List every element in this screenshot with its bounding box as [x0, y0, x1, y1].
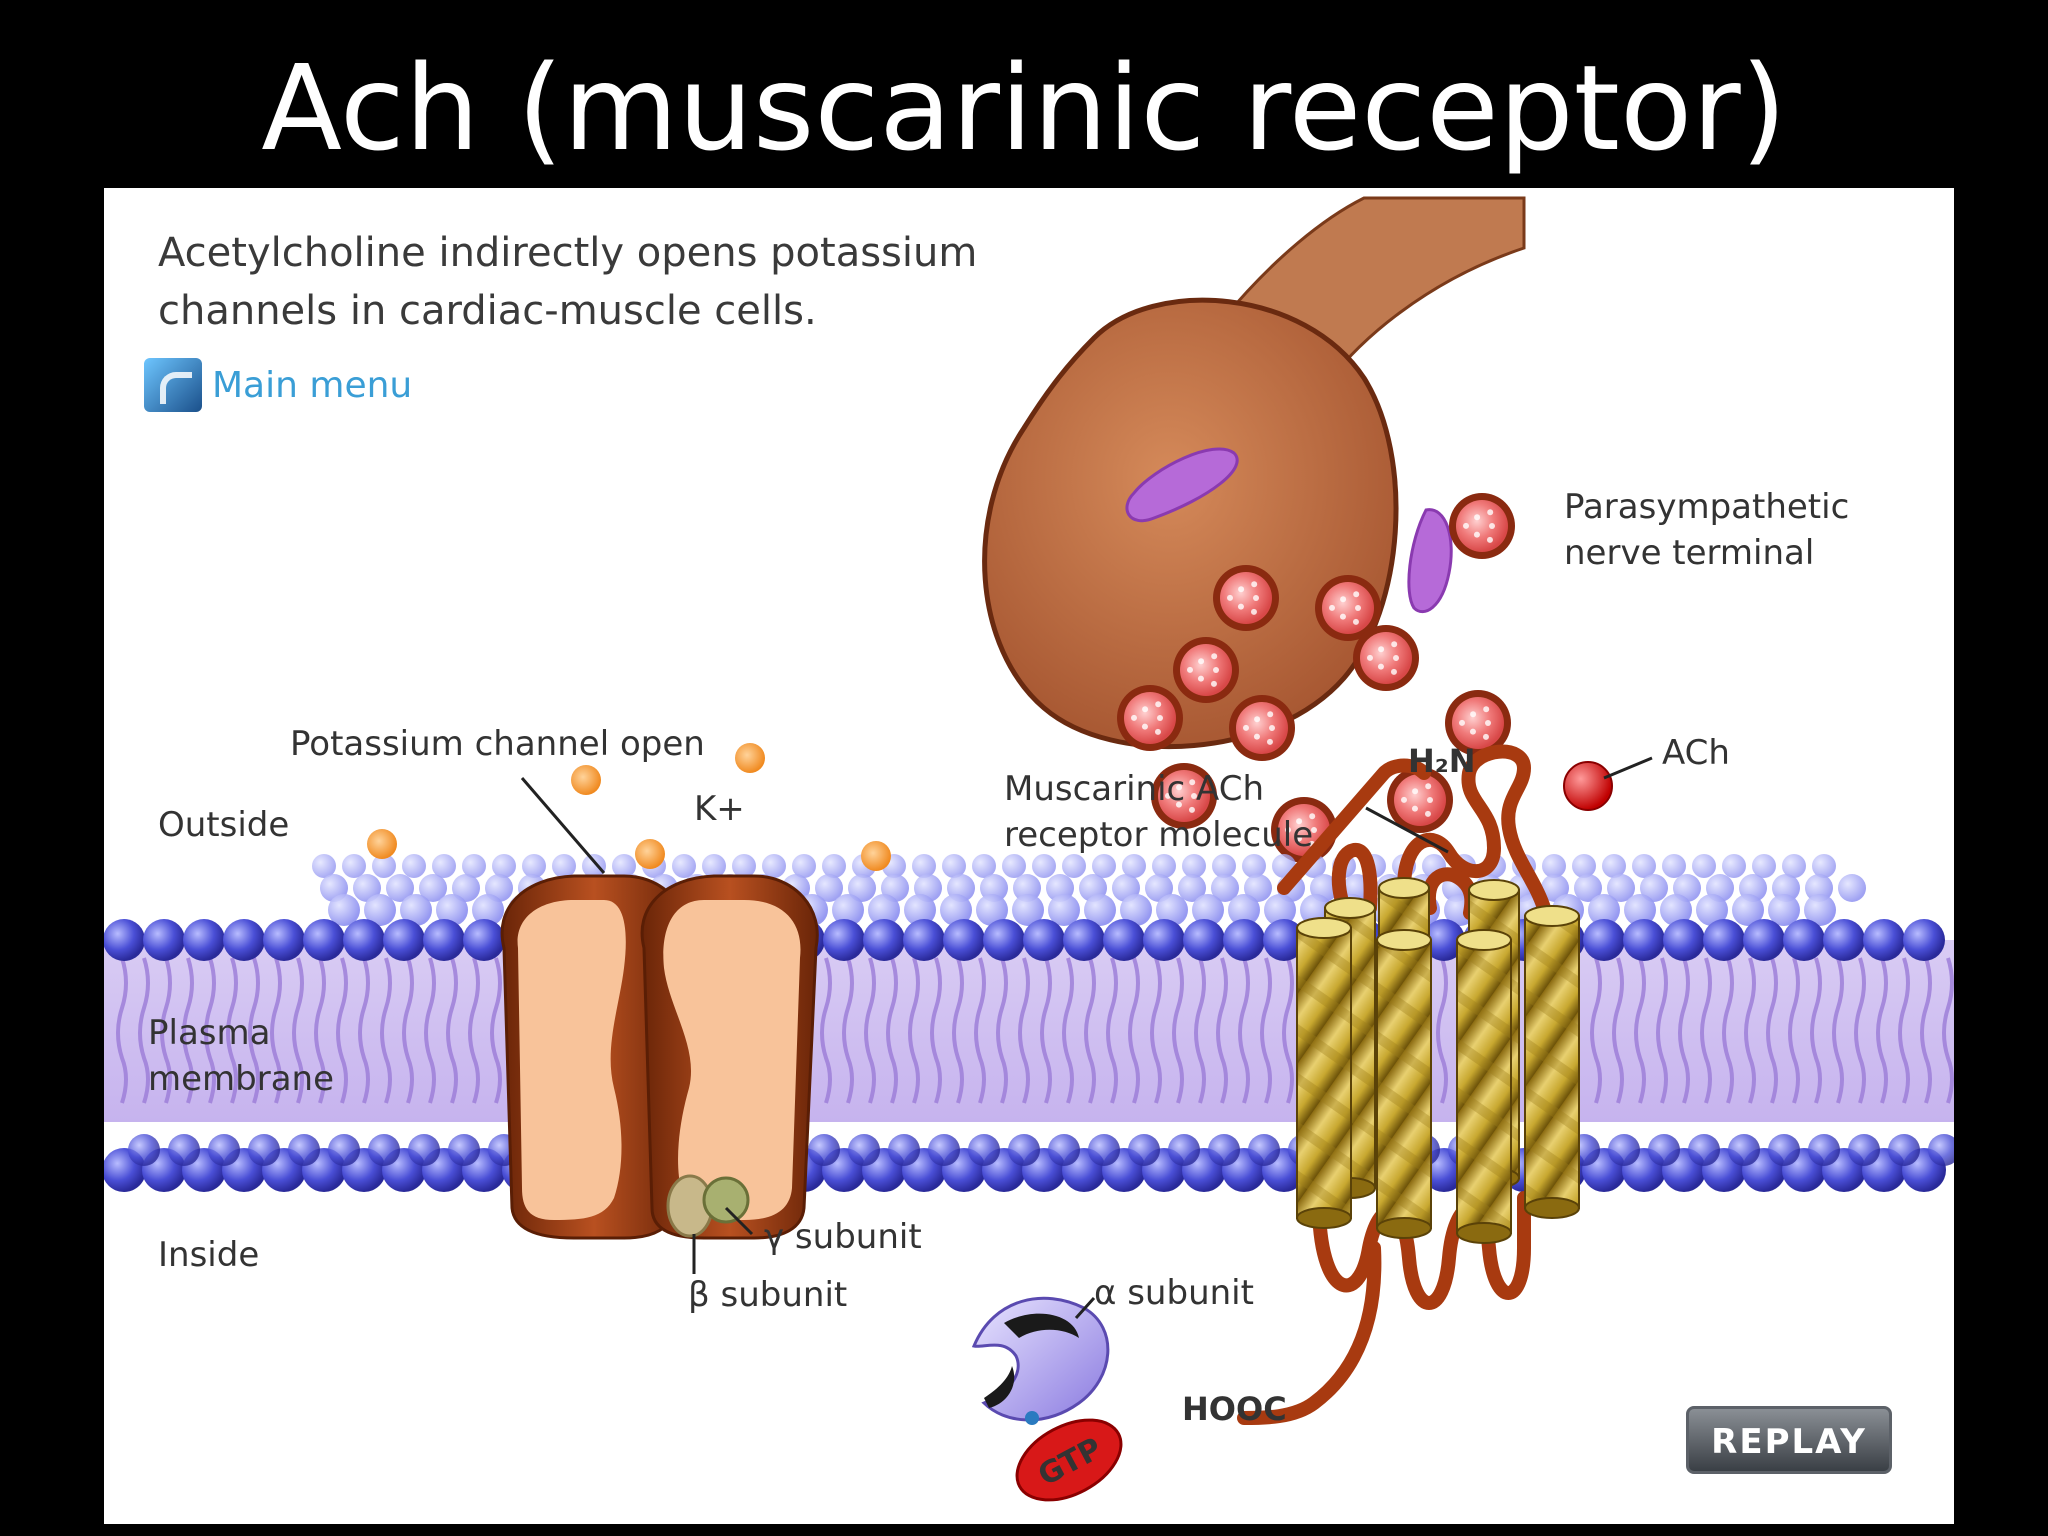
vesicle	[1213, 565, 1279, 631]
lipid-head	[1023, 919, 1065, 961]
outside-label: Outside	[158, 805, 289, 845]
lipid-head	[1423, 919, 1465, 961]
potassium-channel-label: Potassium channel open	[290, 724, 705, 764]
nerve-terminal-label-line2: nerve terminal	[1564, 533, 1814, 573]
lipid-head	[1623, 919, 1665, 961]
vesicle	[1173, 637, 1239, 703]
vesicle	[1445, 690, 1511, 756]
beta-subunit-label: β subunit	[688, 1275, 847, 1315]
plasma-label-line1: Plasma	[148, 1013, 270, 1053]
lipid-head	[423, 919, 465, 961]
lipid-head	[1703, 919, 1745, 961]
lipid-head	[183, 919, 225, 961]
plasma-membrane	[104, 854, 1954, 1192]
muscarinic-receptor	[1237, 744, 1580, 1425]
lipid-head	[1743, 919, 1785, 961]
vesicle	[1151, 763, 1217, 829]
diagram-canvas: GTP Parasympathetic nerve terminal Potas…	[104, 196, 1954, 1502]
transmembrane-helix	[1296, 917, 1352, 1229]
gamma-subunit-label: γ subunit	[764, 1217, 922, 1257]
plasma-label-line2: membrane	[148, 1059, 334, 1099]
lipid-head	[863, 919, 905, 961]
replay-button[interactable]: REPLAY	[1686, 1406, 1892, 1474]
lipid-head	[903, 919, 945, 961]
vesicle	[1117, 685, 1183, 751]
receptor-label-line1: Muscarinic ACh	[1004, 769, 1264, 809]
slide-title: Ach (muscarinic receptor)	[261, 39, 1787, 177]
lipid-head	[223, 919, 265, 961]
leader-lines	[520, 756, 1653, 1320]
main-menu-label: Main menu	[212, 364, 413, 406]
lipid-head	[1223, 919, 1265, 961]
vesicle	[1229, 695, 1295, 761]
ach-molecule	[1563, 761, 1613, 811]
inside-label: Inside	[158, 1235, 259, 1275]
alpha-subunit-label: α subunit	[1094, 1273, 1254, 1313]
receptor-label-line2: receptor molecule	[1004, 815, 1313, 855]
potassium-ion	[571, 765, 601, 795]
transmembrane-helix	[1456, 929, 1512, 1244]
vesicle	[1315, 575, 1381, 641]
menu-icon	[144, 358, 202, 412]
potassium-ion	[735, 743, 765, 773]
vesicle	[1387, 767, 1453, 833]
ach-label: ACh	[1662, 733, 1730, 773]
vesicle	[1353, 625, 1419, 691]
lipid-head	[1103, 919, 1145, 961]
synaptic-vesicles	[1117, 493, 1515, 863]
lipid-head	[1183, 919, 1225, 961]
lipid-head	[1863, 919, 1905, 961]
lipid-head	[263, 919, 305, 961]
alpha-subunit	[971, 1296, 1110, 1425]
lipid-head	[143, 919, 185, 961]
lipid-head	[823, 919, 865, 961]
hooc-label: HOOC	[1182, 1390, 1287, 1428]
lipid-head	[1903, 919, 1945, 961]
transmembrane-helix	[1524, 905, 1580, 1219]
transmembrane-helix	[1376, 929, 1432, 1239]
lipid-head	[1583, 919, 1625, 961]
potassium-ion	[367, 829, 397, 859]
lipid-head	[383, 919, 425, 961]
potassium-ions	[367, 743, 891, 871]
lipid-head	[1783, 919, 1825, 961]
lipid-head	[1663, 919, 1705, 961]
lipid-head	[104, 919, 145, 961]
potassium-ion	[861, 841, 891, 871]
lipid-head	[983, 919, 1025, 961]
nerve-terminal-label-line1: Parasympathetic	[1564, 487, 1849, 527]
lipid-head	[943, 919, 985, 961]
lipid-head	[303, 919, 345, 961]
diagram-panel: GTP Parasympathetic nerve terminal Potas…	[104, 188, 1954, 1524]
nerve-terminal	[982, 196, 1526, 750]
lipid-head	[1263, 919, 1305, 961]
caption: Acetylcholine indirectly opens potassium…	[158, 230, 978, 334]
potassium-ion	[635, 839, 665, 869]
potassium-channel	[500, 874, 819, 1240]
lipid-head	[343, 919, 385, 961]
lipid-head	[1063, 919, 1105, 961]
main-menu-link[interactable]: Main menu	[144, 358, 412, 412]
vesicle	[1449, 493, 1515, 559]
lipid-head	[1143, 919, 1185, 961]
h2n-label: H₂N	[1408, 742, 1476, 780]
lipid-head	[463, 919, 505, 961]
k-plus-label: K+	[694, 789, 745, 829]
beta-gamma-subunits	[666, 1174, 750, 1238]
gtp-badge: GTP	[1015, 1418, 1123, 1502]
lipid-head	[1823, 919, 1865, 961]
